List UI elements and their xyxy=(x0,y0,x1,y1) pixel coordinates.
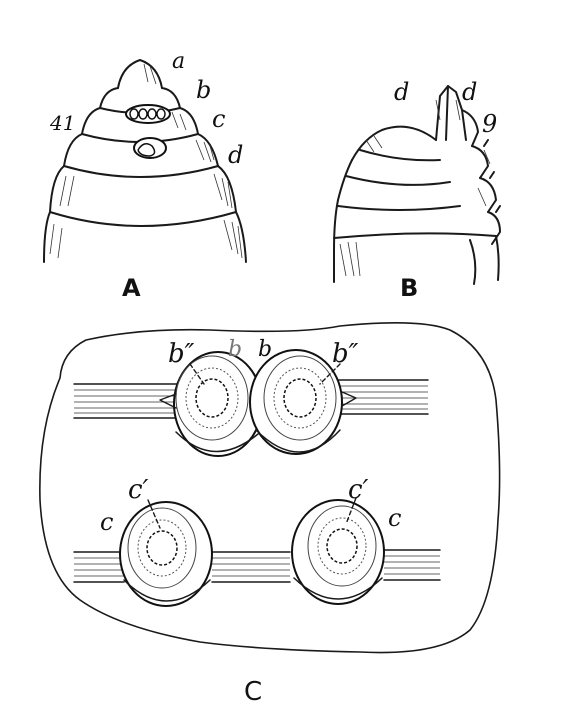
panel-a-opening-upper xyxy=(125,104,171,124)
panel-c-lower-ring-left xyxy=(119,501,213,607)
label-c-b2-left: b″ xyxy=(168,339,195,369)
panel-a-opening-lower xyxy=(133,137,167,159)
label-c-b-right: b xyxy=(258,337,272,362)
panel-a-drawing xyxy=(43,59,247,263)
panel-c-lower-ring-right xyxy=(291,499,385,605)
label-c-b-left: b xyxy=(228,337,242,362)
caption-c: C xyxy=(244,677,262,707)
label-c-c-left: c xyxy=(100,508,113,536)
panel-c-upper-ring-left xyxy=(173,351,263,457)
label-c-c-right: c xyxy=(388,504,401,532)
panel-c-upper-band xyxy=(73,379,429,419)
caption-b: B xyxy=(400,274,418,302)
label-c-c1-left: c′ xyxy=(128,475,149,505)
panel-c-lower-band xyxy=(73,549,441,583)
label-b-d-right: d xyxy=(462,78,477,106)
label-c-c1-right: c′ xyxy=(348,475,369,505)
label-c-b2-right: b″ xyxy=(332,339,359,369)
label-a-b: b xyxy=(196,76,211,104)
caption-a: A xyxy=(122,274,141,302)
label-a-d: d xyxy=(228,141,243,169)
panel-b-drawing xyxy=(333,85,501,285)
label-a-c: c xyxy=(212,105,225,133)
label-b-d-left: d xyxy=(394,78,409,106)
panel-c-upper-ring-right xyxy=(249,349,343,455)
label-a-side: 41 xyxy=(49,111,75,135)
panel-c-frame xyxy=(39,322,501,654)
label-b-g: 9 xyxy=(482,110,497,138)
label-a-a: a xyxy=(172,49,185,74)
